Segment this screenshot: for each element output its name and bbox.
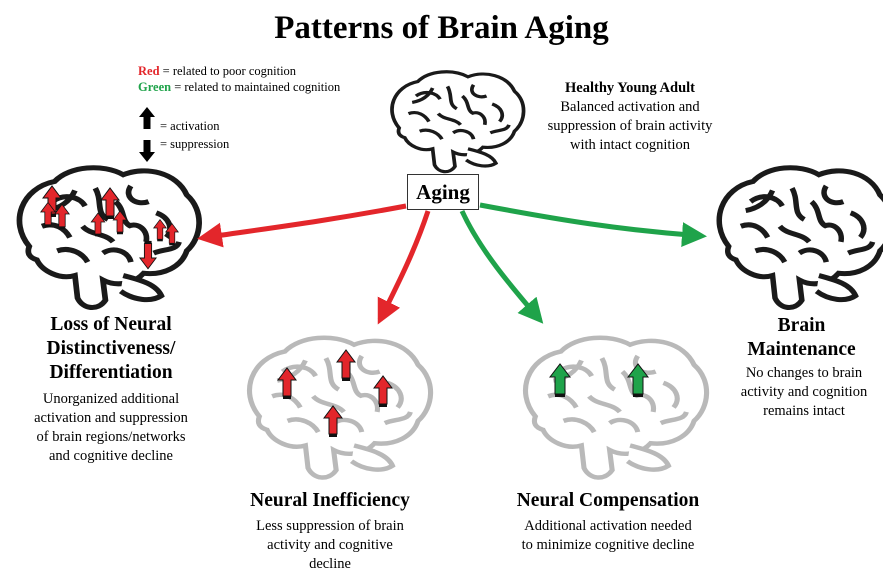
- loss-desc-line: of brain regions/networks: [0, 428, 222, 447]
- diagram-title: Patterns of Brain Aging: [0, 10, 883, 47]
- brain-young-icon: [392, 72, 524, 172]
- legend-red-text: = related to poor cognition: [160, 64, 297, 78]
- legend-red: Red = related to poor cognition: [138, 64, 296, 79]
- legend-suppression-label: = suppression: [160, 137, 229, 152]
- compensation-description: Additional activation needed to minimize…: [478, 517, 738, 555]
- arrow-to-loss-icon: [202, 206, 406, 238]
- legend-activation-label: = activation: [160, 119, 219, 134]
- loss-desc-line: and cognitive decline: [0, 447, 222, 466]
- young-heading: Healthy Young Adult: [520, 80, 740, 97]
- young-desc-line: with intact cognition: [510, 136, 750, 155]
- loss-heading-line: Differentiation: [6, 361, 216, 385]
- young-desc-line: suppression of brain activity: [510, 117, 750, 136]
- loss-desc-line: Unorganized additional: [0, 390, 222, 409]
- inefficiency-desc-line: activity and cognitive: [220, 536, 440, 555]
- arrow-to-maintenance-icon: [480, 205, 702, 236]
- inefficiency-desc-line: decline: [220, 555, 440, 574]
- legend-suppression-arrow-icon: [139, 140, 155, 162]
- young-desc-line: Balanced activation and: [510, 98, 750, 117]
- inefficiency-desc-line: Less suppression of brain: [220, 517, 440, 536]
- legend-activation-arrow-icon: [139, 107, 155, 129]
- legend-green-word: Green: [138, 80, 171, 94]
- maintenance-heading-line: Maintenance: [720, 338, 883, 362]
- arrow-to-compensation-icon: [462, 211, 540, 320]
- maintenance-heading: Brain Maintenance: [720, 314, 883, 362]
- legend-green-text: = related to maintained cognition: [171, 80, 340, 94]
- maintenance-desc-line: remains intact: [725, 402, 883, 421]
- aging-box: Aging: [407, 174, 479, 210]
- loss-heading-line: Loss of Neural: [6, 313, 216, 337]
- loss-description: Unorganized additional activation and su…: [0, 390, 222, 466]
- maintenance-desc-line: No changes to brain: [725, 364, 883, 383]
- legend-red-word: Red: [138, 64, 160, 78]
- loss-heading-line: Distinctiveness/: [6, 337, 216, 361]
- compensation-heading: Neural Compensation: [488, 490, 728, 512]
- arrow-to-inefficiency-icon: [380, 211, 428, 320]
- brain-maintenance-icon: [719, 168, 883, 308]
- inefficiency-heading: Neural Inefficiency: [220, 490, 440, 512]
- loss-desc-line: activation and suppression: [0, 409, 222, 428]
- brain-compensation-icon: [525, 338, 706, 478]
- compensation-desc-line: to minimize cognitive decline: [478, 536, 738, 555]
- maintenance-description: No changes to brain activity and cogniti…: [725, 364, 883, 421]
- maintenance-desc-line: activity and cognition: [725, 383, 883, 402]
- loss-heading: Loss of Neural Distinctiveness/ Differen…: [6, 313, 216, 385]
- compensation-desc-line: Additional activation needed: [478, 517, 738, 536]
- legend-green: Green = related to maintained cognition: [138, 80, 340, 95]
- young-description: Balanced activation and suppression of b…: [510, 98, 750, 155]
- maintenance-heading-line: Brain: [720, 314, 883, 338]
- inefficiency-description: Less suppression of brain activity and c…: [220, 517, 440, 574]
